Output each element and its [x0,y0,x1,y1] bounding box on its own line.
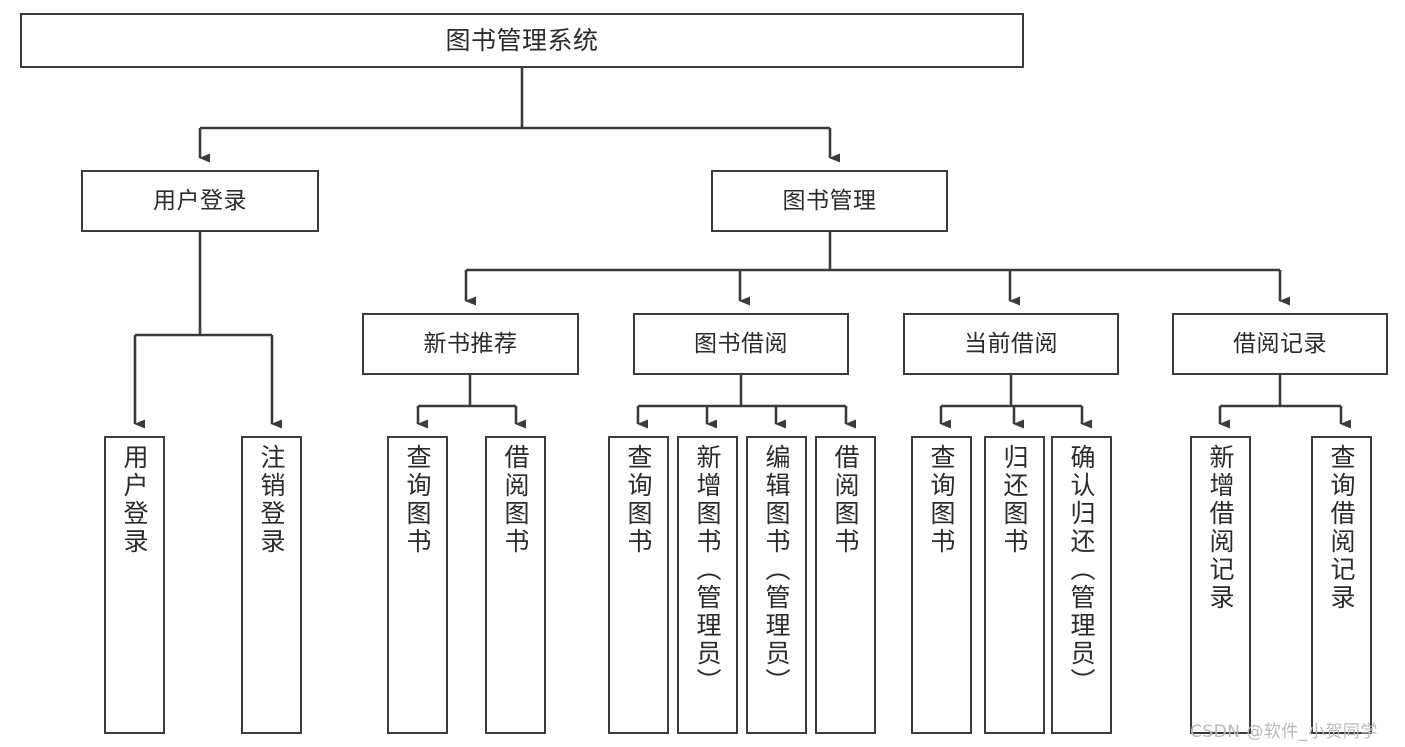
leaf-borrow-book[interactable]: 借阅图书 [815,436,876,734]
leaf-borrow-book-recommend[interactable]: 借阅图书 [485,436,546,734]
node-book-management[interactable]: 图书管理 [711,170,948,232]
node-book-borrow-label: 图书借阅 [694,330,788,357]
leaf-return-book[interactable]: 归还图书 [984,436,1045,734]
node-borrow-record[interactable]: 借阅记录 [1172,313,1388,375]
leaf-add-borrow-record-label: 新增借阅记录 [1206,444,1235,612]
node-current-borrow[interactable]: 当前借阅 [903,313,1119,375]
leaf-add-borrow-record[interactable]: 新增借阅记录 [1190,436,1251,734]
leaf-logout-label: 注销登录 [257,444,286,556]
node-user-login[interactable]: 用户登录 [81,170,319,232]
node-book-management-label: 图书管理 [782,187,877,214]
leaf-user-login[interactable]: 用户登录 [104,436,165,734]
leaf-query-book-current[interactable]: 查询图书 [911,436,972,734]
leaf-query-book-recommend[interactable]: 查询图书 [387,436,448,734]
leaf-query-book-recommend-label: 查询图书 [403,444,432,556]
leaf-add-book-admin-label: 新增图书（管理员） [693,444,722,696]
leaf-query-book-borrow[interactable]: 查询图书 [608,436,669,734]
leaf-edit-book-admin-label: 编辑图书（管理员） [762,444,791,696]
leaf-query-borrow-record-label: 查询借阅记录 [1327,444,1356,612]
node-new-book-recommend-label: 新书推荐 [423,330,518,357]
leaf-confirm-return-admin[interactable]: 确认归还（管理员） [1051,436,1112,734]
node-book-borrow[interactable]: 图书借阅 [633,313,849,375]
leaf-return-book-label: 归还图书 [1000,444,1029,556]
leaf-borrow-book-label: 借阅图书 [831,444,860,556]
leaf-add-book-admin[interactable]: 新增图书（管理员） [677,436,738,734]
leaf-query-book-current-label: 查询图书 [927,444,956,556]
leaf-edit-book-admin[interactable]: 编辑图书（管理员） [746,436,807,734]
leaf-user-login-label: 用户登录 [120,444,149,556]
leaf-query-book-borrow-label: 查询图书 [624,444,653,556]
node-borrow-record-label: 借阅记录 [1233,330,1327,357]
node-new-book-recommend[interactable]: 新书推荐 [362,313,579,375]
node-root-label: 图书管理系统 [445,26,599,55]
leaf-logout[interactable]: 注销登录 [241,436,302,734]
leaf-borrow-book-recommend-label: 借阅图书 [501,444,530,556]
node-root[interactable]: 图书管理系统 [20,13,1024,68]
node-user-login-label: 用户登录 [153,187,247,214]
leaf-query-borrow-record[interactable]: 查询借阅记录 [1311,436,1372,734]
node-current-borrow-label: 当前借阅 [964,330,1058,357]
leaf-confirm-return-admin-label: 确认归还（管理员） [1067,444,1096,696]
